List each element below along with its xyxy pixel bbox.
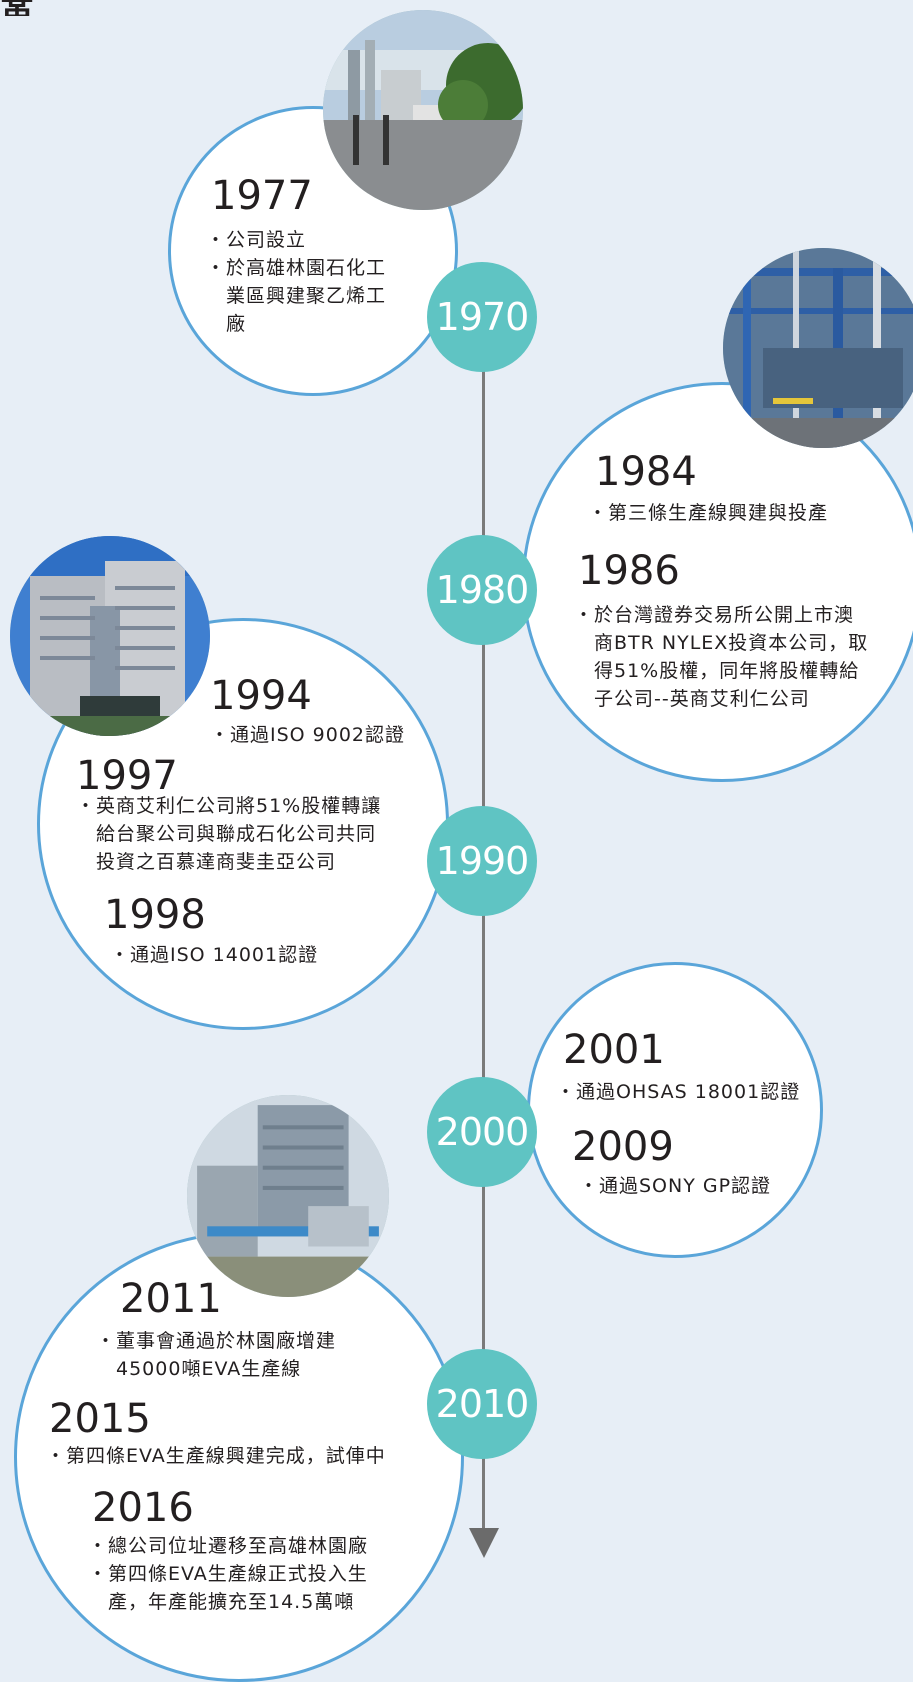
- event-2016-text: ・總公司位址遷移至高雄林園廠 ・第四條EVA生產線正式投入生 產，年產能擴充至1…: [88, 1535, 369, 1613]
- year-1998: 1998: [104, 892, 206, 938]
- office-building-photo: [10, 536, 210, 736]
- decade-marker-2000: 2000: [427, 1077, 537, 1187]
- event-2001-text: ・通過OHSAS 18001認證: [556, 1081, 801, 1103]
- year-2011: 2011: [120, 1276, 222, 1322]
- year-2016: 2016: [92, 1485, 194, 1531]
- event-2011-text: ・董事會通過於林園廠增建 45000噸EVA生產線: [96, 1330, 337, 1380]
- decade-marker-2010: 2010: [427, 1349, 537, 1459]
- eva-plant-photo: [187, 1095, 389, 1297]
- factory-gate-photo: [323, 10, 523, 210]
- decade-marker-1970: 1970: [427, 262, 537, 372]
- event-2015-text: ・第四條EVA生產線興建完成，試俥中: [46, 1445, 386, 1467]
- year-1977: 1977: [211, 173, 313, 219]
- event-1997-text: ・英商艾利仁公司將51%股權轉讓 給台聚公司與聯成石化公司共同 投資之百慕達商斐…: [76, 795, 382, 873]
- event-1977-text: ・公司設立 ・於高雄林園石化工 業區興建聚乙烯工 廠: [206, 229, 387, 335]
- production-plant-photo: [723, 248, 913, 448]
- year-2001: 2001: [563, 1027, 665, 1073]
- bubble-2000s: [527, 962, 823, 1258]
- bubble-1980s: [522, 382, 913, 782]
- event-2009-text: ・通過SONY GP認證: [579, 1175, 772, 1197]
- event-1994-text: ・通過ISO 9002認證: [210, 724, 406, 746]
- timeline-arrowhead: [469, 1528, 499, 1558]
- bubble-2010s: [14, 1232, 464, 1682]
- decade-marker-1980: 1980: [427, 535, 537, 645]
- year-1986: 1986: [578, 548, 680, 594]
- decade-marker-1990: 1990: [427, 806, 537, 916]
- event-1998-text: ・通過ISO 14001認證: [110, 944, 319, 966]
- year-2009: 2009: [572, 1124, 674, 1170]
- year-1997: 1997: [76, 753, 178, 799]
- event-1984-text: ・第三條生產線興建與投產: [588, 502, 829, 524]
- page-title: 沿革: [0, 0, 120, 16]
- year-1994: 1994: [210, 673, 312, 719]
- event-1986-text: ・於台灣證券交易所公開上市澳 商BTR NYLEX投資本公司，取 得51%股權，…: [574, 604, 869, 710]
- year-2015: 2015: [49, 1396, 151, 1442]
- year-1984: 1984: [595, 449, 697, 495]
